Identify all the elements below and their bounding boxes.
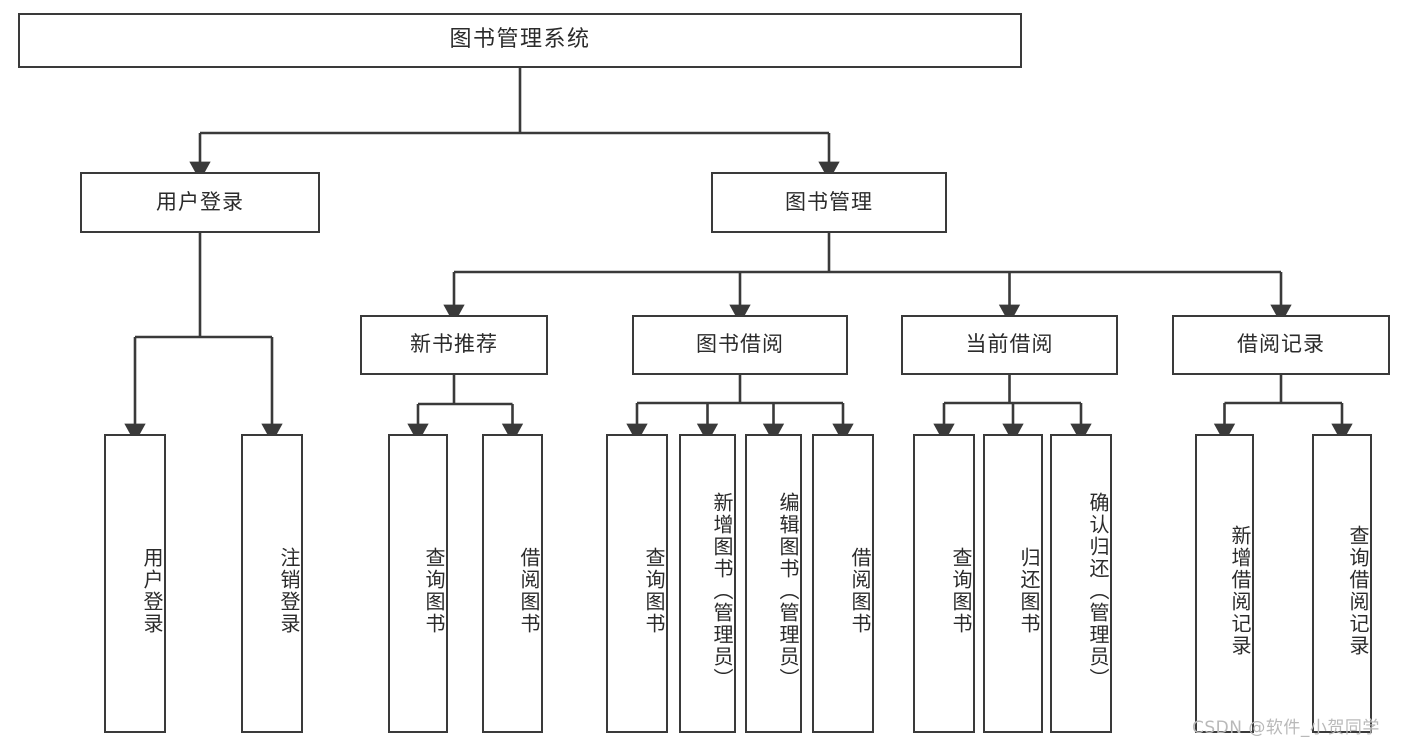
- leaf-label: 新增图书（管理员）: [710, 491, 734, 690]
- node-logout-login[interactable]: 注销登录: [241, 434, 303, 733]
- leaf-label: 查询图书: [422, 546, 446, 635]
- node-query-borrow-record[interactable]: 查询借阅记录: [1312, 434, 1372, 733]
- node-return-book[interactable]: 归还图书: [983, 434, 1043, 733]
- leaf-label: 注销登录: [277, 546, 301, 635]
- leaf-label: 归还图书: [1017, 546, 1041, 635]
- node-confirm-return-admin[interactable]: 确认归还（管理员）: [1050, 434, 1112, 733]
- leaf-label: 确认归还（管理员）: [1086, 491, 1110, 690]
- watermark-text: CSDN @软件_小贺同学: [1192, 718, 1380, 738]
- node-edit-book-admin[interactable]: 编辑图书（管理员）: [745, 434, 802, 733]
- leaf-label: 借阅图书: [517, 546, 541, 635]
- node-query-book-recommend[interactable]: 查询图书: [388, 434, 448, 733]
- leaf-label: 查询图书: [642, 546, 666, 635]
- node-user-login[interactable]: 用户登录: [80, 172, 320, 233]
- leaf-label: 用户登录: [140, 546, 164, 635]
- leaf-label: 新增借阅记录: [1228, 524, 1252, 657]
- node-book-borrow[interactable]: 图书借阅: [632, 315, 848, 375]
- leaf-label: 借阅图书: [848, 546, 872, 635]
- node-query-book-current[interactable]: 查询图书: [913, 434, 975, 733]
- node-borrow-book[interactable]: 借阅图书: [812, 434, 874, 733]
- node-current-borrow[interactable]: 当前借阅: [901, 315, 1118, 375]
- node-add-borrow-record[interactable]: 新增借阅记录: [1195, 434, 1254, 733]
- node-query-book-borrow[interactable]: 查询图书: [606, 434, 668, 733]
- leaf-label: 查询图书: [949, 546, 973, 635]
- leaf-label: 编辑图书（管理员）: [776, 491, 800, 690]
- node-new-book-recommend[interactable]: 新书推荐: [360, 315, 548, 375]
- leaf-label: 查询借阅记录: [1346, 524, 1370, 657]
- node-user-login[interactable]: 用户登录: [104, 434, 166, 733]
- node-add-book-admin[interactable]: 新增图书（管理员）: [679, 434, 736, 733]
- node-borrow-records[interactable]: 借阅记录: [1172, 315, 1390, 375]
- node-book-management[interactable]: 图书管理: [711, 172, 947, 233]
- node-borrow-book-recommend[interactable]: 借阅图书: [482, 434, 543, 733]
- node-root-book-management-system[interactable]: 图书管理系统: [18, 13, 1022, 68]
